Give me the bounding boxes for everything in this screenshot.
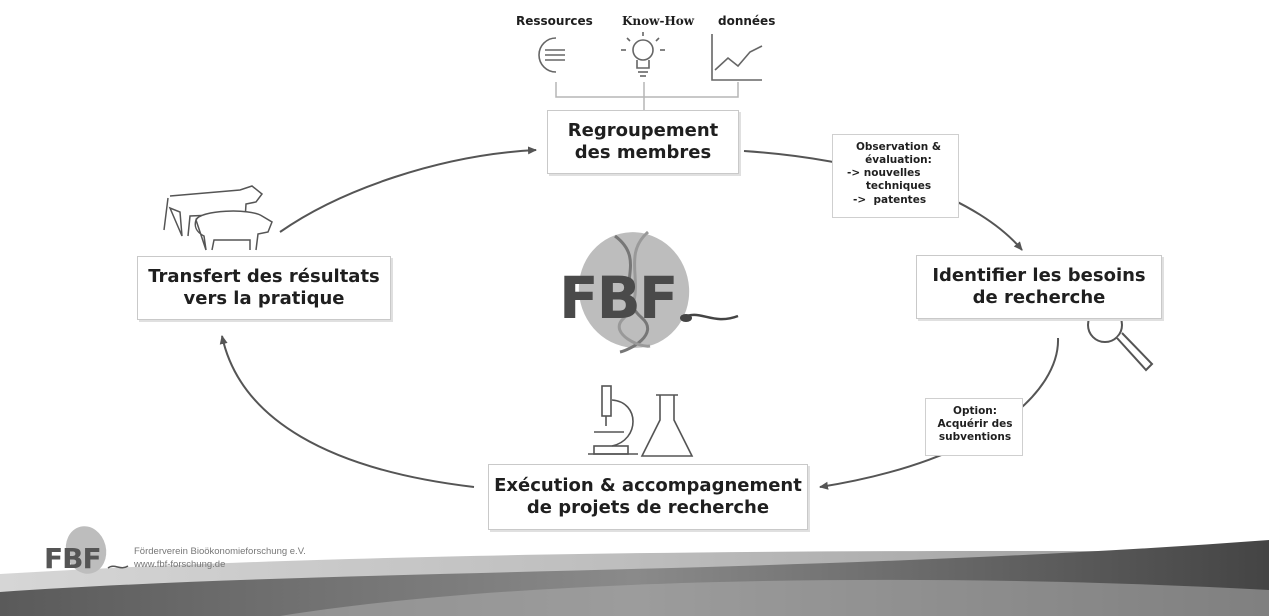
note-option: Option: Acquérir des subventions <box>925 398 1023 456</box>
footer-url[interactable]: www.fbf-forschung.de <box>134 559 226 570</box>
box-transfert-line1: Transfert des résultats <box>148 265 380 287</box>
footer-logo-text: FBF <box>44 542 101 575</box>
note-option-line2: Acquérir des <box>937 418 1013 431</box>
box-identifier-line1: Identifier les besoins <box>932 264 1146 286</box>
footer-org-name: Förderverein Bioökonomieforschung e.V. <box>134 546 306 557</box>
box-regroupement-line2: des membres <box>574 142 712 163</box>
coin-stack-icon <box>538 37 565 73</box>
bottom-wave-decoration <box>0 540 1269 616</box>
footer-logo: FBF <box>44 526 129 575</box>
arrow-to-regroupement <box>279 146 537 233</box>
note-observation-line3: -> nouvelles <box>847 167 921 180</box>
pig-icon <box>194 210 273 251</box>
label-donnees: données <box>718 14 776 28</box>
line-chart-icon <box>711 34 763 81</box>
note-observation: Observation & évaluation: -> nouvelles t… <box>832 134 959 218</box>
arrow-to-transfert <box>219 335 475 488</box>
fbf-logo: FBF <box>559 230 739 354</box>
label-ressources: Ressources <box>516 14 593 28</box>
box-transfert: Transfert des résultats vers la pratique <box>137 256 391 320</box>
label-know-how: Know-How <box>622 14 695 28</box>
box-execution-line2: de projets de recherche <box>526 497 770 518</box>
note-observation-line5: -> patentes <box>853 193 927 206</box>
note-observation-line4: techniques <box>865 180 932 193</box>
note-option-line1: Option: <box>953 405 997 417</box>
note-observation-line2: évaluation: <box>865 154 932 167</box>
microscope-icon <box>588 385 638 455</box>
note-option-line3: subventions <box>938 431 1012 444</box>
box-execution: Exécution & accompagnement de projets de… <box>488 464 808 530</box>
note-observation-line1: Observation & <box>855 141 942 153</box>
lightbulb-icon <box>621 32 665 77</box>
box-regroupement: Regroupement des membres <box>547 110 739 174</box>
box-execution-line1: Exécution & accompagnement <box>494 474 802 496</box>
box-regroupement-line1: Regroupement <box>567 119 719 141</box>
box-identifier: Identifier les besoins de recherche <box>916 255 1162 319</box>
box-identifier-line2: de recherche <box>972 287 1106 308</box>
logo-text: FBF <box>559 264 676 332</box>
flask-icon <box>640 394 694 457</box>
box-transfert-line2: vers la pratique <box>183 288 345 309</box>
resource-bracket <box>555 82 739 110</box>
